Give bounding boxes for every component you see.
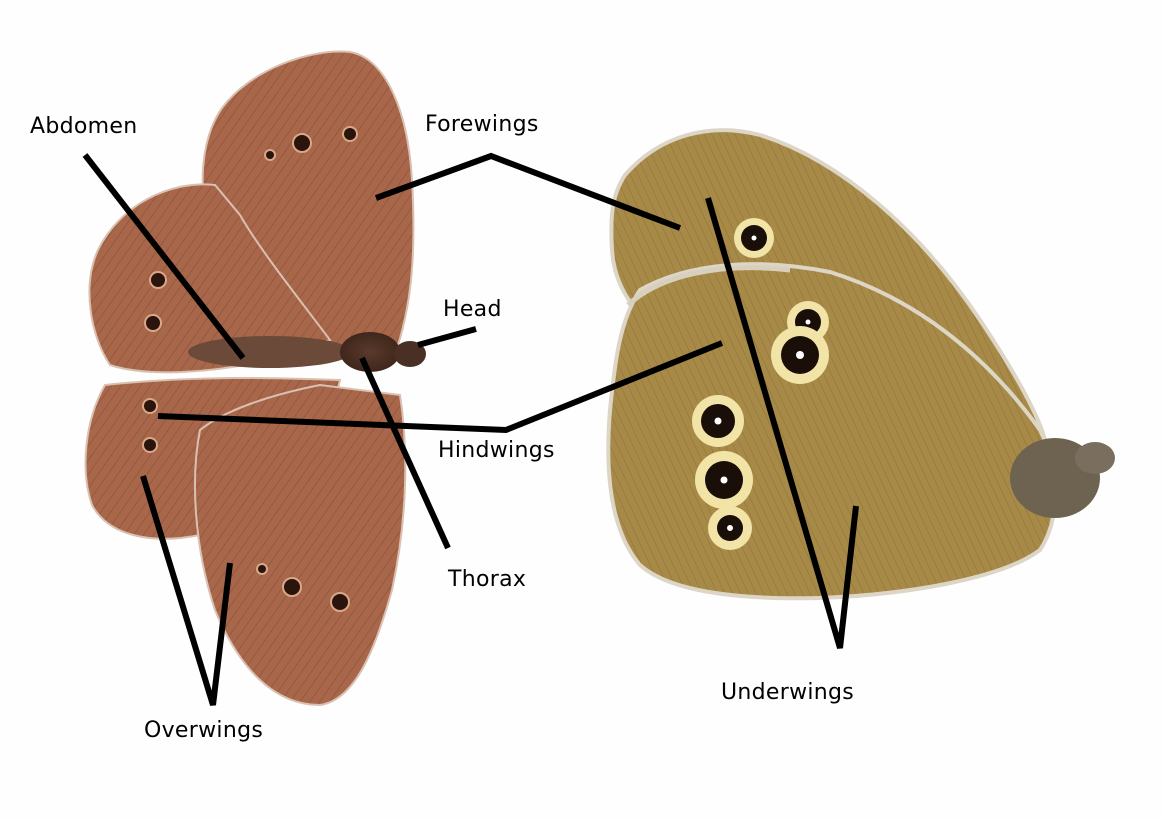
underwings-leader: [705, 197, 859, 649]
thorax-leader: [359, 356, 451, 550]
ventral-butterfly: [606, 128, 1115, 601]
head-label: Head: [443, 297, 502, 322]
dorsal-abdomen: [188, 336, 352, 368]
abdomen-leader: [82, 153, 246, 360]
leader-lines: [82, 152, 859, 706]
thorax-label: Thorax: [448, 567, 527, 592]
ventral-eyespots: [692, 218, 829, 550]
dorsal-thorax: [340, 332, 400, 372]
abdomen-label: Abdomen: [30, 114, 138, 139]
forewings-label: Forewings: [425, 112, 539, 137]
forewings-leader: [374, 152, 682, 231]
dorsal-eyespots: [142, 126, 358, 612]
dorsal-butterfly: [84, 50, 426, 707]
overwings-leader: [140, 475, 233, 706]
ventral-hindwing: [606, 262, 1057, 601]
ventral-head: [1075, 442, 1115, 474]
hindwings-label: Hindwings: [438, 438, 555, 463]
ventral-pale-band: [626, 265, 791, 307]
dorsal-forewing-lower: [194, 383, 407, 707]
underwings-label: Underwings: [721, 680, 855, 705]
head-leader: [417, 326, 477, 348]
hindwings-leader: [157, 340, 724, 434]
overwings-label: Overwings: [144, 718, 264, 743]
dorsal-head: [394, 341, 426, 367]
